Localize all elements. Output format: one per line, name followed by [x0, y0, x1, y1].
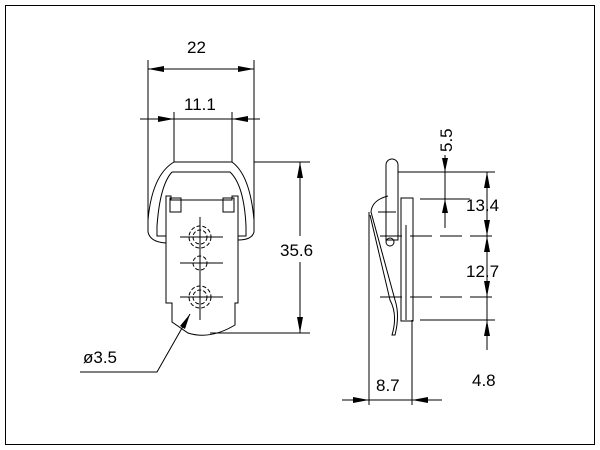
dim-4-8: 4.8	[472, 371, 496, 390]
front-view: 22 11.1 35.6 ø3.5	[80, 38, 313, 373]
dim-8-7: 8.7	[376, 376, 400, 395]
plate	[400, 197, 414, 322]
dim-11-1: 11.1	[184, 95, 216, 114]
drawing-border	[5, 5, 595, 445]
dim-22: 22	[187, 38, 206, 57]
pin	[385, 158, 399, 241]
dim-35-6: 35.6	[280, 241, 313, 260]
mounting-holes	[180, 217, 223, 320]
side-view: 5.5 13.4 12.7 4.8 8.7	[342, 128, 499, 405]
dim-12-7: 12.7	[466, 262, 499, 281]
dim-hole-diameter: ø3.5	[83, 348, 117, 367]
latch-body	[165, 195, 239, 336]
bail-outer-right	[174, 161, 255, 241]
dim-13-4: 13.4	[466, 196, 499, 215]
dim-5-5: 5.5	[437, 128, 456, 152]
lever	[369, 195, 398, 336]
